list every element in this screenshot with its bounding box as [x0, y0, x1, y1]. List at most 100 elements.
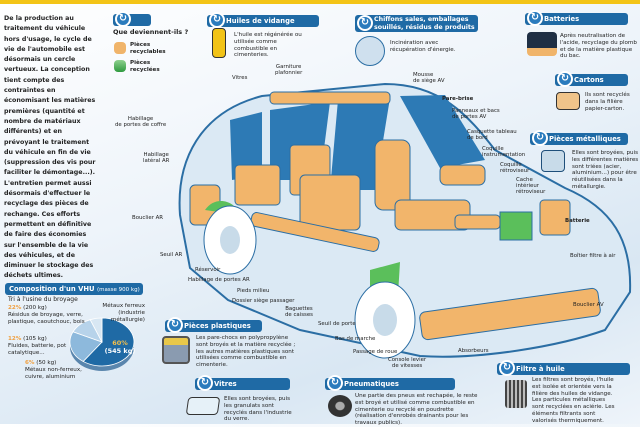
recycle-icon: ↻: [527, 10, 543, 26]
label-bouclier-ar: Bouclier AR: [132, 215, 164, 221]
recycle-icon: ↻: [532, 130, 548, 146]
pct-label: 60%: [112, 339, 128, 347]
label-console: Console levier de vitesses: [388, 357, 427, 370]
label-seuil-ar: Seuil AR: [160, 252, 183, 258]
section-plastiques-text: Les pare-chocs en polypropylène sont bro…: [196, 335, 296, 369]
bumper-icon: [162, 336, 190, 364]
section-title: Filtre à huile: [516, 365, 565, 373]
label-mousse-siege: Mousse de siège AV: [413, 72, 445, 85]
intro-text: De la production au traitement du véhicu…: [4, 15, 96, 280]
rag-icon: [355, 36, 385, 66]
pie-slice-6: [89, 317, 103, 343]
section-vitres-header: ↻Vitres: [195, 375, 290, 391]
label-vitres: Vitres: [232, 75, 248, 81]
pct-label: 12%: [8, 336, 22, 342]
label-panneaux-av: Panneaux et bacs de portes AV: [452, 108, 500, 121]
recycle-icon: ↻: [115, 11, 131, 27]
section-batteries-text: Après neutralisation de l'acide, recycla…: [560, 33, 637, 60]
legend-recycled: Pièces recyclées: [130, 60, 160, 73]
section-filtre-text: Les filtres sont broyés, l'huile est iso…: [532, 377, 615, 424]
label-coquille-instrumentation: Coquille instrumentation: [482, 146, 526, 159]
section-title: Huiles de vidange: [226, 17, 295, 25]
mass-label: (545 kg): [104, 347, 136, 355]
label-cache-retroviseur: Cache intérieur rétroviseur: [516, 177, 546, 196]
label-habillage-coffre: Habillage de portes de coffre: [115, 116, 167, 129]
recycled-swatch: [114, 60, 126, 72]
recycle-icon: ↻: [557, 71, 573, 87]
section-batteries-header: ↻Batteries: [525, 10, 628, 26]
section-title: Pièces métalliques: [549, 135, 621, 143]
legend-recyclable: Pièces recyclables: [130, 42, 166, 55]
label-pare-brise: Pare-brise: [442, 96, 474, 102]
mass-label: (200 kg): [23, 305, 47, 311]
recycle-icon: ↻: [167, 317, 183, 333]
label-seuil-porte: Seuil de porte: [318, 321, 356, 327]
section-cartons-header: ↻Cartons: [555, 71, 628, 87]
recycle-icon: ↻: [327, 375, 343, 391]
section-title: Vitres: [214, 380, 237, 388]
mass-label: (105 kg): [23, 336, 47, 342]
section-huiles-text: L'huile est régénérée ou utilisée comme …: [234, 32, 302, 59]
label-absorbeurs: Absorbeurs: [458, 348, 489, 354]
section-chiffons-text: Incinération avec récupération d'énergie…: [390, 40, 456, 53]
label-casquette: Casquette tableau de bord: [467, 129, 517, 142]
metal-door-icon: [541, 150, 565, 172]
section-title: Cartons: [574, 76, 604, 84]
section-title: Chiffons sales, emballages souillés, rés…: [374, 16, 475, 31]
windshield: [400, 95, 485, 168]
label-bas-marche: Bas de marche: [335, 336, 376, 342]
label-dossier-siege: Dossier siège passager: [232, 298, 295, 304]
label-reservoir: Réservoir: [195, 267, 221, 273]
battery-icon: [527, 32, 557, 56]
slice-label-12: 12% (105 kg)Fluides, batterie, pot catal…: [8, 336, 83, 356]
section-pneus-header: ↻Pneumatiques: [325, 375, 455, 391]
slice-label-22: 22% (200 kg)Résidus de broyage, verre, p…: [8, 305, 88, 325]
pct-label: 6%: [25, 360, 35, 366]
label-filtre-air: Boîtier filtre à air: [570, 253, 616, 259]
slice-desc: Résidus de broyage, verre, plastique, ca…: [8, 311, 85, 325]
label-passage-roue: Passage de roue: [353, 349, 398, 355]
label-garniture-plafonnier: Garniture plafonnier: [275, 64, 303, 77]
mass-label: (50 kg): [36, 360, 57, 366]
oil-filter-icon: [505, 380, 527, 408]
slice-label-60: 60%(545 kg): [100, 339, 140, 355]
slice-desc: Métaux non-ferreux, cuivre, aluminium: [25, 366, 82, 380]
section-cartons-text: Ils sont recyclés dans la filière papier…: [585, 92, 630, 112]
section-title: Batteries: [544, 15, 580, 23]
label-coquille-retroviseur: Coquille rétroviseur: [500, 162, 530, 175]
chart-header: Composition d'un VHU (masse 900 kg): [5, 283, 143, 295]
section-huiles-header: ↻Huiles de vidange: [207, 12, 319, 28]
section-chiffons-header: ↻Chiffons sales, emballages souillés, ré…: [355, 15, 478, 32]
label-pieds-milieu: Pieds milieu: [237, 288, 270, 294]
label-habillage-lateral: Habillage latéral AR: [143, 152, 170, 165]
cardboard-icon: [556, 92, 580, 110]
recycle-icon: ↻: [197, 375, 213, 391]
legend-title: Que deviennent-ils ?: [113, 28, 189, 36]
label-bouclier-av: Bouclier AV: [573, 302, 604, 308]
section-title: Pneumatiques: [344, 380, 399, 388]
slice-label-6: 6% (50 kg)Métaux non-ferreux, cuivre, al…: [25, 360, 95, 380]
recyclable-swatch: [114, 42, 126, 54]
tire-icon: [328, 395, 352, 417]
battery-part: [499, 211, 533, 241]
recycle-icon: ↻: [209, 12, 225, 28]
label-habillage-portes-ar: Habillage de portes AR: [188, 277, 250, 283]
pie-slice-60: [82, 317, 135, 367]
chart-title-note: (masse 900 kg): [96, 287, 140, 293]
recycle-icon: ↻: [357, 15, 373, 31]
section-pneus-text: Une partie des pneus est rechapée, le re…: [355, 393, 478, 427]
recycle-icon: ↻: [499, 360, 515, 376]
section-vitres-text: Elles sont broyées, puis les granulats s…: [224, 396, 292, 423]
pct-label: 22%: [8, 305, 22, 311]
label-batterie: Batterie: [565, 218, 590, 224]
legend-badge: ↻: [113, 11, 151, 27]
section-filtre-header: ↻Filtre à huile: [497, 360, 630, 376]
section-title: Pièces plastiques: [184, 322, 251, 330]
top-accent-bar: [0, 0, 640, 4]
section-plastiques-header: ↻Pièces plastiques: [165, 317, 262, 333]
chart-title: Composition d'un VHU: [9, 285, 95, 293]
slice-desc: Fluides, batterie, pot catalytique...: [8, 342, 67, 356]
slice-label-60-desc: Métaux ferreux (industrie métallurgie): [102, 303, 145, 323]
